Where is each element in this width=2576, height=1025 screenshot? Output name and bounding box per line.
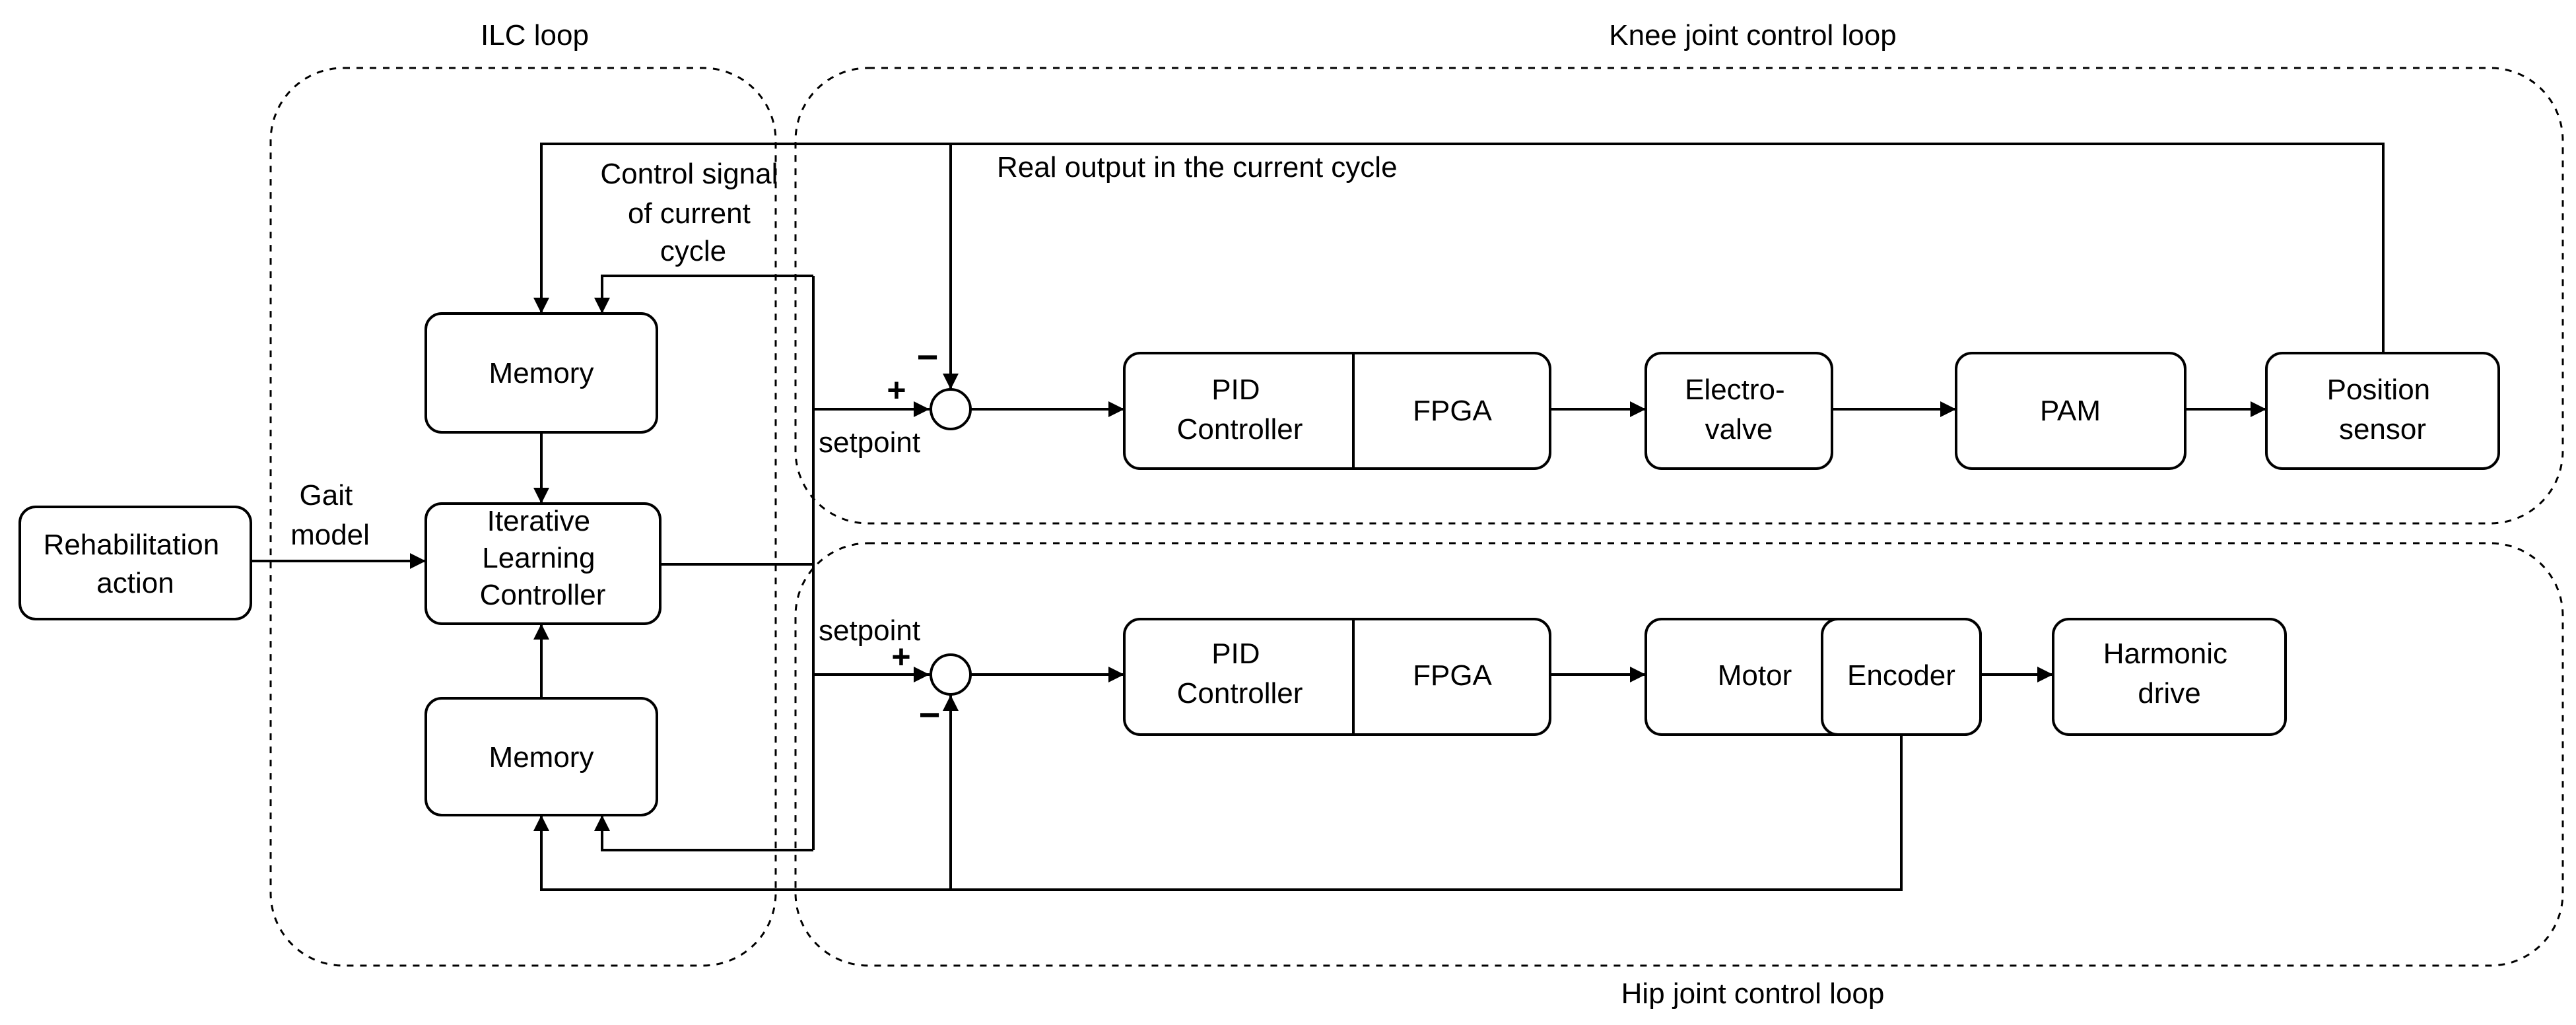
hip-pid-label-line2: Controller (1177, 677, 1303, 710)
electrovalve-label-line2: valve (1705, 413, 1773, 446)
memory-bottom-block: Memory (424, 697, 658, 816)
svg-text:Harmonic drive: Harmonic drive (2103, 638, 2236, 710)
svg-text:Electro- valve: Electro- valve (1685, 374, 1793, 446)
knee-minus-sign: − (917, 336, 939, 378)
ilc-label-line3: Controller (480, 579, 606, 611)
knee-pid-label-line2: Controller (1177, 413, 1303, 446)
svg-text:Rehabilitation action: Rehabilitation action (44, 529, 228, 599)
control-signal-label-line2: of current (628, 197, 751, 230)
memory-top-block: Memory (424, 312, 658, 434)
position-sensor-label-line1: Position (2327, 374, 2431, 406)
harmonic-drive-block: Harmonic drive (2052, 618, 2287, 736)
hip-loop-title: Hip joint control loop (1621, 977, 1885, 1010)
svg-text:Control signal of current: Control signal of current cycle (600, 158, 786, 267)
hip-setpoint-label: setpoint (819, 614, 920, 647)
hip-pid-label-line1: PID (1211, 638, 1260, 670)
pam-block: PAM (1955, 352, 2186, 470)
rehabilitation-action-line1: Rehabilitation (44, 529, 220, 561)
knee-feedback-wire (533, 143, 2385, 353)
electrovalve-label-line1: Electro- (1685, 374, 1785, 406)
svg-text:PID Controller: PID Controller (1177, 638, 1303, 710)
motor-label: Motor (1718, 659, 1792, 692)
motor-encoder-block: Motor Encoder (1644, 618, 1982, 736)
memory-top-label: Memory (489, 357, 594, 389)
svg-text:Iterative Learning: Iterative Learning Controller (480, 505, 606, 611)
electrovalve-block: Electro- valve (1644, 352, 1833, 470)
hip-pid-fpga-block: PID Controller FPGA (1123, 618, 1551, 736)
svg-text:Position sensor: Position sensor (2327, 374, 2439, 446)
control-signal-label-line3: cycle (660, 235, 726, 267)
hip-feedback-wire (533, 735, 1903, 891)
harmonic-drive-label-line1: Harmonic (2103, 638, 2227, 670)
knee-loop-group (794, 67, 2564, 525)
position-sensor-label-line2: sensor (2339, 413, 2426, 446)
control-signal-label-line1: Control signal (600, 158, 778, 190)
rehabilitation-action-line2: action (96, 567, 174, 599)
knee-loop-title: Knee joint control loop (1609, 19, 1896, 51)
hip-fpga-label: FPGA (1413, 659, 1492, 692)
knee-setpoint-label: setpoint (819, 426, 920, 459)
hip-plus-sign: + (891, 638, 910, 675)
ilc-loop-group (269, 67, 777, 967)
knee-pid-label-line1: PID (1211, 374, 1260, 406)
hip-loop-group (794, 542, 2564, 967)
knee-plus-sign: + (887, 372, 906, 409)
hip-minus-sign: − (919, 694, 941, 735)
pam-label: PAM (2040, 395, 2101, 427)
control-signal-to-memory-top (594, 275, 813, 314)
iterative-learning-controller-block: Iterative Learning Controller (424, 502, 661, 625)
knee-fpga-label: FPGA (1413, 395, 1492, 427)
control-signal-to-memory-bottom (594, 815, 813, 851)
hip-summing-junction (930, 653, 972, 696)
ilc-loop-title: ILC loop (481, 19, 589, 51)
gait-model-label-line1: Gait (300, 479, 353, 512)
memory-bottom-label: Memory (489, 741, 594, 774)
rehabilitation-action-block: Rehabilitation action (18, 506, 252, 620)
harmonic-drive-label-line2: drive (2138, 677, 2200, 710)
real-output-label: Real output in the current cycle (997, 151, 1398, 183)
knee-summing-junction (930, 388, 972, 430)
position-sensor-block: Position sensor (2265, 352, 2500, 470)
ilc-label-line1: Iterative (487, 505, 591, 537)
ilc-label-line2: Learning (482, 542, 595, 574)
knee-pid-fpga-block: PID Controller FPGA (1123, 352, 1551, 470)
encoder-label: Encoder (1847, 659, 1955, 692)
svg-text:Gait model: Gait model (290, 479, 370, 551)
gait-model-label-line2: model (290, 519, 370, 551)
svg-text:PID Controller: PID Controller (1177, 374, 1303, 446)
